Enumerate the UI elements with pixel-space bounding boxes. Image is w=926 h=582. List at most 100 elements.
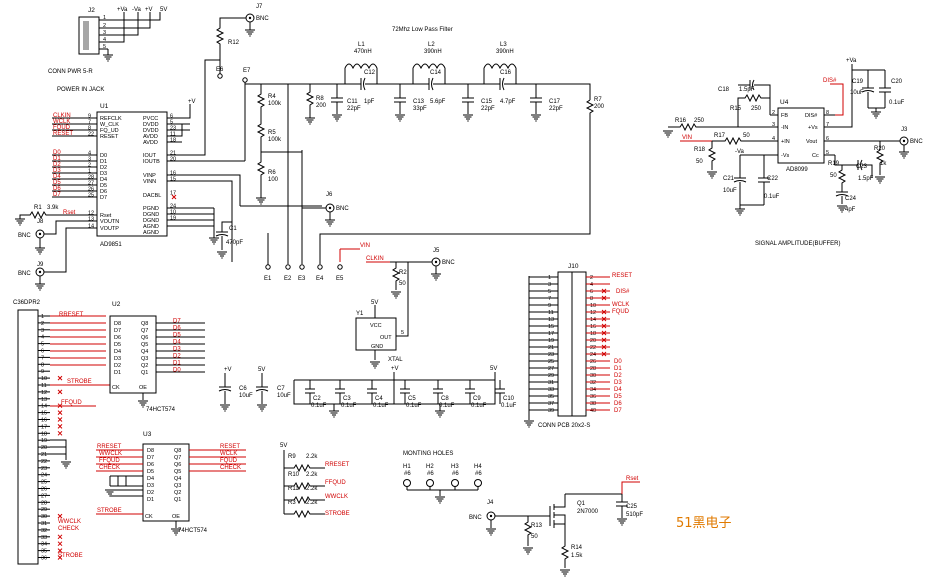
j10-label: J10 <box>568 263 579 270</box>
u1-pin-num-left-6: 2 <box>88 163 91 169</box>
u1-pin-num-right-9: 17 <box>170 191 176 197</box>
j10-right-num-10: 22 <box>590 345 596 351</box>
svg-text:+V: +V <box>224 367 232 373</box>
v5-label: 5V <box>160 7 167 13</box>
u1-pin-num-right-1: 5 <box>170 120 173 126</box>
u1-pin-right-8: VINN <box>143 179 156 185</box>
e7-label: E7 <box>243 68 251 74</box>
u1-pin-num-right-3: 11 <box>170 132 176 138</box>
u4-pin-1: -IN <box>781 125 788 131</box>
j10-d-label-12: D0 <box>614 359 622 365</box>
u1-name: AD9851 <box>100 242 122 248</box>
c36-pin-num-9: 10 <box>41 376 47 382</box>
j10-right-num-18: 38 <box>590 401 596 407</box>
u4-pin-5: +Vs <box>808 125 818 131</box>
u2-name: 74HCT574 <box>146 407 176 413</box>
u3-wwclk: WWCLK <box>99 451 122 457</box>
j3-bnc: BNC <box>910 139 923 145</box>
u3-out-check: CHECK <box>220 465 241 471</box>
u1-pin-num-right-0: 6 <box>170 114 173 120</box>
shunt-cap-0 <box>331 84 343 114</box>
hole-h3-value: #6 <box>452 471 459 477</box>
r15-label: R15 <box>730 106 742 112</box>
u1-pin-num-left-8: 28 <box>88 175 94 181</box>
j10-left-num-4: 9 <box>548 303 551 309</box>
svg-text:5: 5 <box>826 150 829 156</box>
j10-left-num-15: 31 <box>548 380 554 386</box>
y1-out: OUT <box>380 335 392 341</box>
c36-nc-mark-9 <box>57 375 63 381</box>
u3-qout-4: Q4 <box>174 476 181 482</box>
c19-value: 10uF <box>850 90 864 96</box>
u1-pin-right-2: DVDD <box>143 128 159 134</box>
u1-pin-num-right-10: 24 <box>170 204 176 210</box>
e6-label: E6 <box>216 67 224 73</box>
r19-value: 50 <box>830 173 837 179</box>
u2-qout-2: Q6 <box>141 335 148 341</box>
u1-pin-num-right-8: 15 <box>170 177 176 183</box>
r1-value: 3.9k <box>47 205 59 211</box>
c13-value: 33pF <box>413 106 427 112</box>
mount-title: MONTING HOLES <box>403 451 453 457</box>
c36-pin-num-10: 11 <box>41 383 47 389</box>
u3-din-2: D6 <box>147 462 154 468</box>
shunt-cap-2 <box>462 84 474 114</box>
u1-pin-num-left-7: 1 <box>88 169 91 175</box>
pullup-r11 <box>284 495 325 505</box>
j10-right-num-0: 2 <box>590 275 593 281</box>
u2-qout-1: Q7 <box>141 328 148 334</box>
c2-value: 0.1uF <box>311 403 327 409</box>
u1-sig-11: D7 <box>53 192 61 198</box>
j10-left-num-13: 27 <box>548 366 554 372</box>
c36-pin-num-12: 13 <box>41 397 47 403</box>
u1-pin-num-right-2: 23 <box>170 126 176 132</box>
l2-label: L2 <box>428 42 435 48</box>
c36-ground <box>60 461 72 469</box>
svg-text:5V: 5V <box>490 366 497 372</box>
c15-value: 22pF <box>481 106 495 112</box>
svg-text:6: 6 <box>826 136 829 142</box>
j10-right-num-9: 20 <box>590 338 596 344</box>
u1-pin-num-left-5: 3 <box>88 157 91 163</box>
j10-right-num-7: 16 <box>590 324 596 330</box>
r7-value: 200 <box>594 104 605 110</box>
watermark-brand: 51黑电子 <box>676 516 732 531</box>
vin-u4: VIN <box>682 135 692 141</box>
j4-bnc: BNC <box>469 515 482 521</box>
power-jack-label: POWER IN JACK <box>57 87 104 93</box>
r14-label: R14 <box>571 545 583 551</box>
j10-right-num-6: 14 <box>590 317 596 323</box>
vin-label: VIN <box>360 243 370 249</box>
j10-right-num-5: 12 <box>590 310 596 316</box>
c36-nc-mark-14 <box>57 410 63 416</box>
c36-pin-num-14: 15 <box>41 411 47 417</box>
j10-left-num-9: 19 <box>548 338 554 344</box>
u1-pin-left-5: D1 <box>100 159 107 165</box>
u1-pin-left-11: D7 <box>100 195 107 201</box>
c4-label: C4 <box>375 396 383 402</box>
u1-pin-left-10: D6 <box>100 189 107 195</box>
c36-pin-num-4: 5 <box>41 342 44 348</box>
r2-value: 50 <box>399 281 406 287</box>
r4-label: R4 <box>268 94 276 100</box>
u2-out-label-2: D5 <box>173 333 181 339</box>
u2-out-label-7: D0 <box>173 368 181 374</box>
c36-pin-num-19: 20 <box>41 445 47 451</box>
c36-pin-num-8: 9 <box>41 369 44 375</box>
amp-title: SIGNAL AMPLITUDE(BUFFER) <box>755 241 840 247</box>
u3-check: CHECK <box>99 465 120 471</box>
c18-label: C18 <box>718 87 730 93</box>
u1-ref: U1 <box>100 103 109 110</box>
j10-right-num-16: 34 <box>590 387 596 393</box>
r12-label: R12 <box>228 40 240 46</box>
j10-right-num-13: 28 <box>590 366 596 372</box>
pu-strobe: STROBE <box>325 511 350 517</box>
c23-label: C23 <box>856 164 868 170</box>
j10-d-label-18: D6 <box>614 401 622 407</box>
r18-label: R18 <box>694 147 706 153</box>
j10-d-label-16: D4 <box>614 387 622 393</box>
shunt-cap-ground-2 <box>462 114 474 122</box>
u4-pin-7: Cc <box>812 153 819 159</box>
u2-out-label-1: D6 <box>173 326 181 332</box>
